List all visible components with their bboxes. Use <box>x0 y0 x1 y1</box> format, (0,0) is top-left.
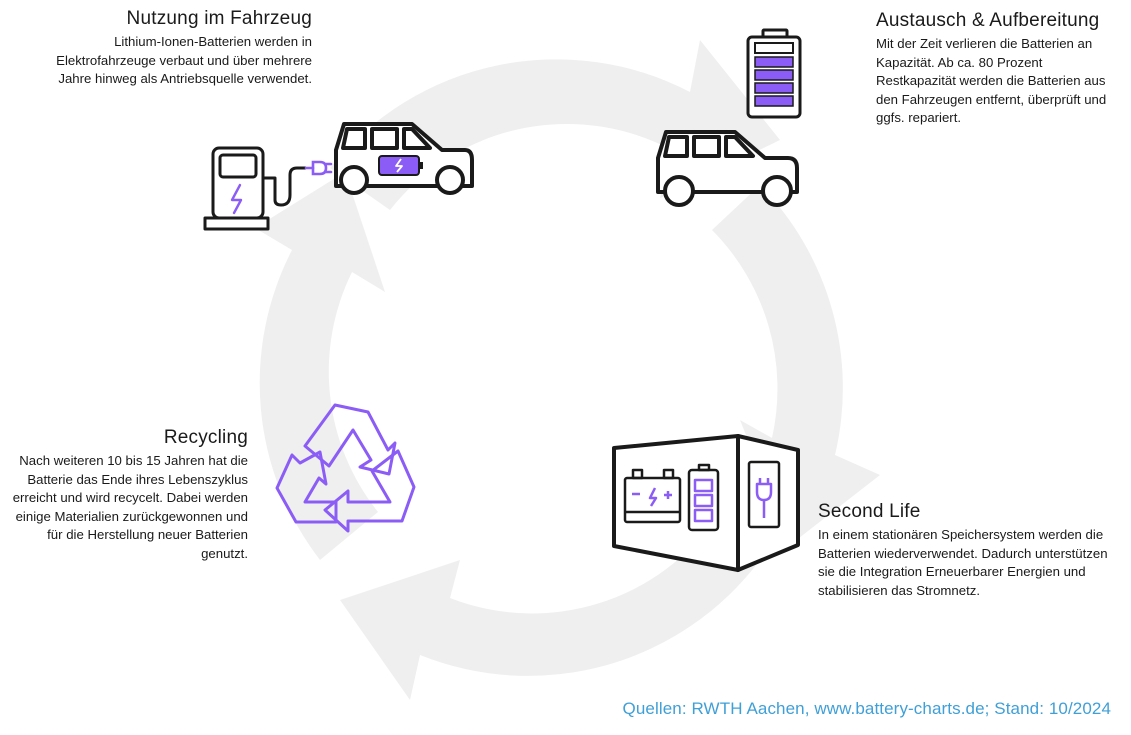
stage-second-life-text: In einem stationären Speichersystem werd… <box>818 527 1108 598</box>
stage-usage-text: Lithium-Ionen-Batterien werden in Elektr… <box>56 34 312 87</box>
cycle-arrow-bottom <box>340 515 760 700</box>
electric-car-icon <box>334 122 474 195</box>
stage-recycling-text: Nach weiteren 10 bis 15 Jahren hat die B… <box>12 453 248 561</box>
stage-recycling: Recycling Nach weiteren 10 bis 15 Jahren… <box>10 427 248 564</box>
stage-exchange-title: Austausch & Aufbereitung <box>876 10 1100 31</box>
stage-usage: Nutzung im Fahrzeug Lithium-Ionen-Batter… <box>40 8 312 89</box>
stage-second-life: Second Life In einem stationären Speiche… <box>818 501 1123 600</box>
plug-icon <box>304 160 333 176</box>
stage-recycling-title: Recycling <box>163 427 248 448</box>
stage-exchange-text: Mit der Zeit verlieren die Batterien an … <box>876 36 1107 126</box>
recycling-icon <box>275 403 416 533</box>
stage-second-life-title: Second Life <box>818 501 921 522</box>
cycle-arrow-top <box>330 40 780 210</box>
storage-container-icon <box>612 434 800 572</box>
charging-station-icon <box>203 146 307 231</box>
battery-level-icon <box>746 28 802 119</box>
car-icon <box>656 130 799 207</box>
stage-exchange: Austausch & Aufbereitung Mit der Zeit ve… <box>876 10 1116 128</box>
stage-usage-title: Nutzung im Fahrzeug <box>126 8 312 29</box>
source-note: Quellen: RWTH Aachen, www.battery-charts… <box>622 699 1111 718</box>
